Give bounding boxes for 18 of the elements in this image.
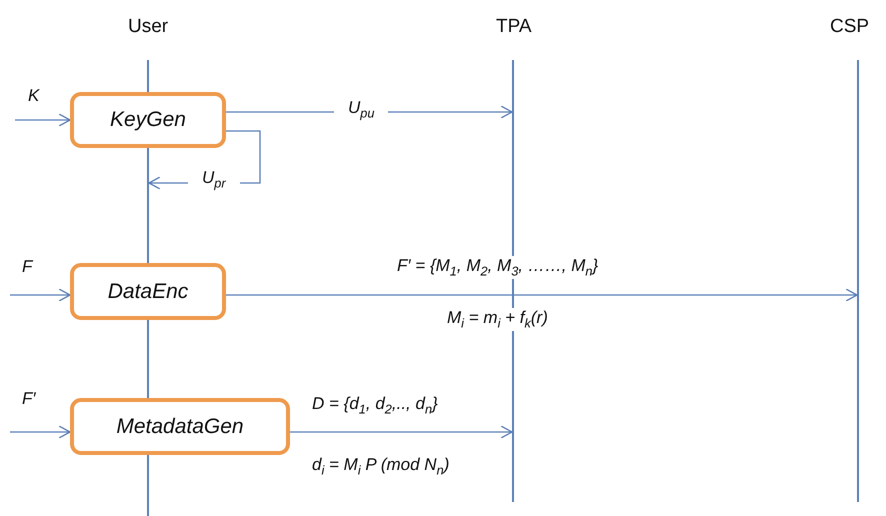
lifeline-header: User xyxy=(128,16,168,38)
arrow xyxy=(226,288,858,302)
arrow xyxy=(15,113,71,127)
edge-label: U$_{pu}$ xyxy=(334,98,388,122)
arrow xyxy=(10,425,71,439)
arrow xyxy=(10,288,71,302)
process-box: KeyGen xyxy=(70,92,226,148)
edge-label: U$_{pr}$ xyxy=(188,168,240,192)
edge-label: F′ = {M$_{1}$, M$_{2}$, M$_{3}$, ……, M$_{n}$} xyxy=(395,256,600,280)
lifeline-header: CSP xyxy=(830,16,870,38)
arrow xyxy=(290,425,513,439)
process-box: MetadataGen xyxy=(70,398,290,455)
lifeline xyxy=(512,60,514,502)
process-box: DataEnc xyxy=(70,263,226,320)
lifeline xyxy=(857,60,859,502)
lifeline-header: TPA xyxy=(496,16,532,38)
lifeline xyxy=(147,148,149,263)
formula-text: M$_{i}$ = m$_{i}$ + f$_{k}$(r) xyxy=(445,308,550,332)
